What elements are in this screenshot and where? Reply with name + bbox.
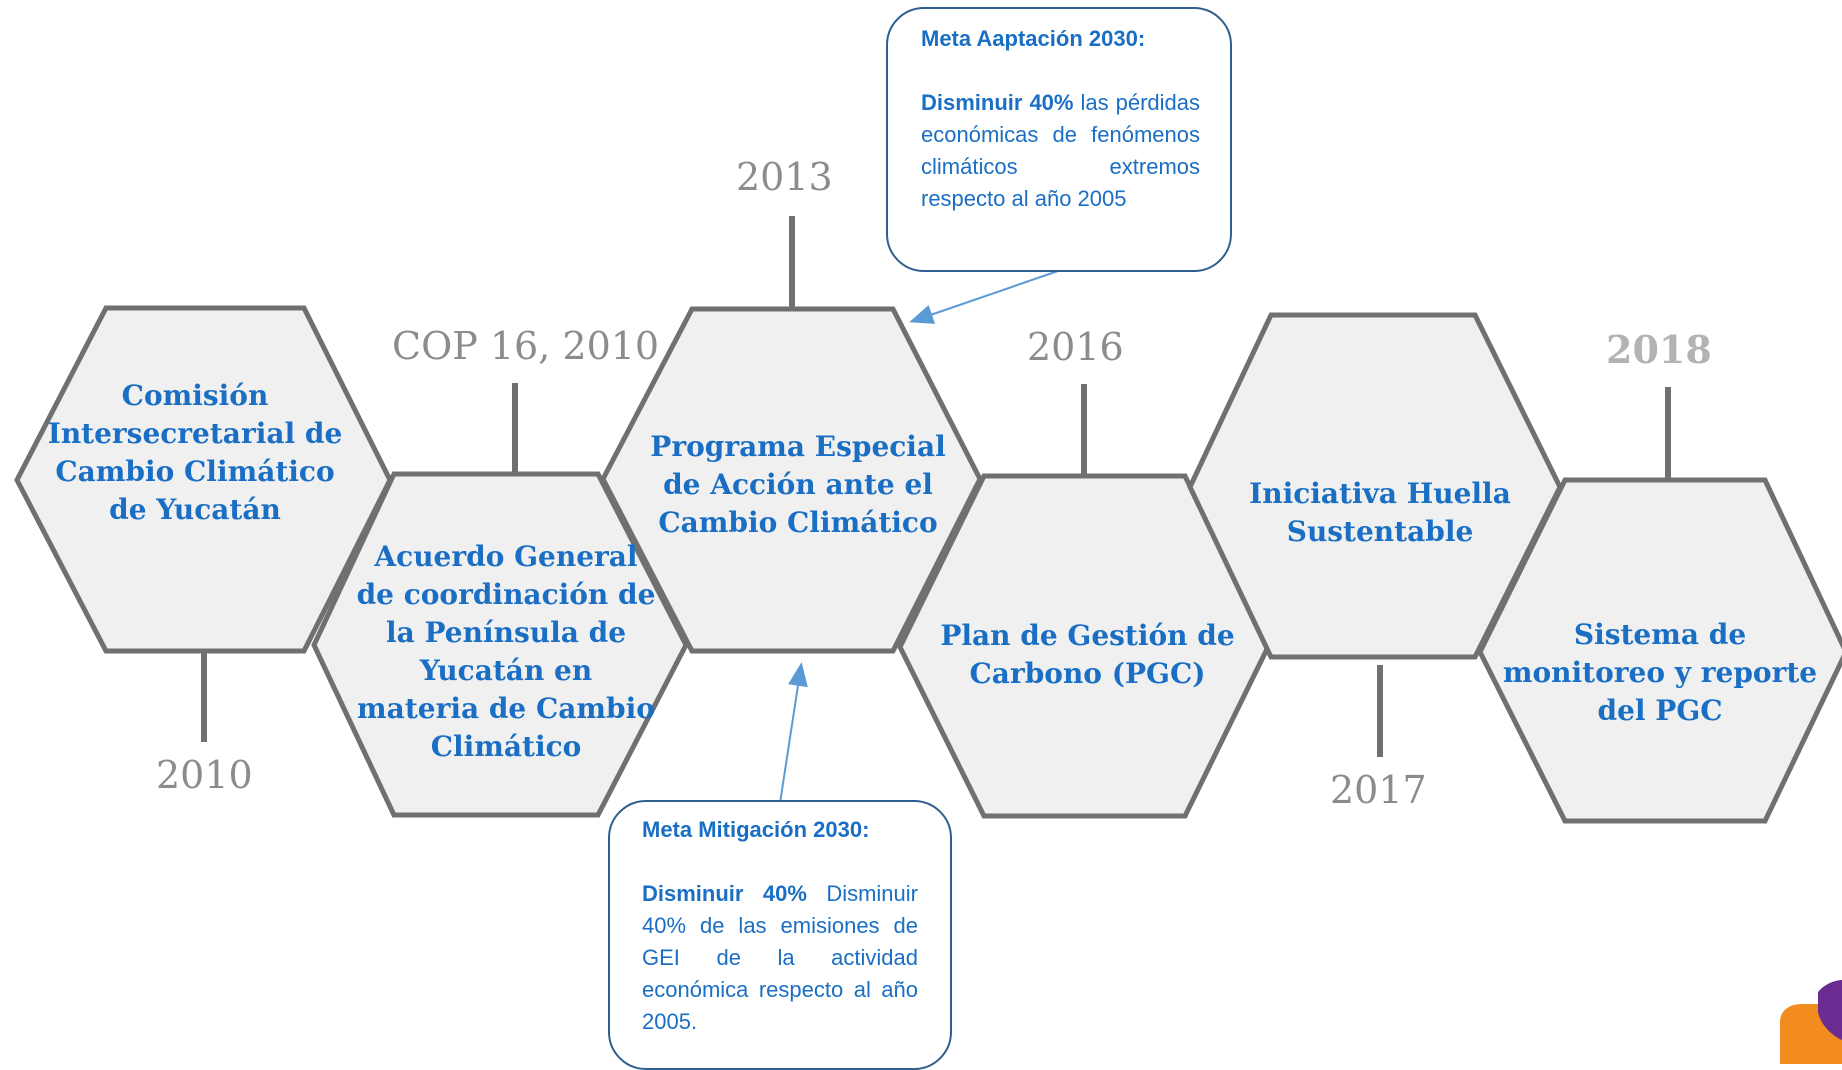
- milestone-label-acuerdo: Acuerdo General de coordinación de la Pe…: [356, 540, 656, 763]
- hexagon-iniciativa: [1187, 312, 1563, 660]
- year-label-2016: 2016: [1027, 325, 1124, 369]
- corner-logo-icon: [1780, 980, 1842, 1064]
- year-label-2018: 2018: [1606, 327, 1712, 372]
- year-label-2010: 2010: [156, 753, 253, 797]
- hexagon-programa: [600, 306, 983, 654]
- adaptation-goal-text: Disminuir 40% las pérdidas económicas de…: [921, 87, 1200, 215]
- milestone-label-plan: Plan de Gestión de Carbono (PGC): [940, 619, 1235, 690]
- hexagon-comision: [14, 305, 393, 654]
- mitigation-arrow: [779, 662, 808, 804]
- hexagon-sistema: [1477, 477, 1842, 824]
- mitigation-goal-text: Disminuir 40% Disminuir 40% de las emisi…: [642, 878, 918, 1038]
- mitigation-goal-callout: Meta Mitigación 2030: Disminuir 40% Dism…: [608, 800, 952, 1070]
- hexagon-plan: [897, 473, 1271, 819]
- year-label-2017: 2017: [1330, 768, 1427, 812]
- year-label-2013: 2013: [736, 155, 833, 199]
- adaptation-goal-title: Meta Aaptación 2030:: [921, 26, 1146, 51]
- adaptation-goal-lead: Disminuir 40%: [921, 90, 1074, 115]
- adaptation-goal-callout: Meta Aaptación 2030: Disminuir 40% las p…: [886, 7, 1232, 272]
- hexagon-acuerdo: [311, 471, 689, 818]
- milestone-label-programa: Programa Especial de Acción ante el Camb…: [650, 430, 946, 539]
- mitigation-goal-lead: Disminuir 40%: [642, 881, 807, 906]
- milestone-label-iniciativa: Iniciativa Huella Sustentable: [1249, 476, 1511, 548]
- adaptation-arrow: [909, 270, 1059, 324]
- mitigation-goal-body: Disminuir 40% de las emisiones de GEI de…: [642, 881, 918, 1034]
- year-label-cop16: COP 16, 2010: [392, 324, 660, 368]
- milestone-label-comision: Comisión Intersecretarial de Cambio Clim…: [47, 378, 343, 526]
- milestone-label-sistema: Sistema de monitoreo y reporte del PGC: [1502, 617, 1818, 727]
- mitigation-goal-title: Meta Mitigación 2030:: [642, 817, 870, 842]
- adaptation-goal-body: las pérdidas económicas de fenómenos cli…: [921, 90, 1200, 211]
